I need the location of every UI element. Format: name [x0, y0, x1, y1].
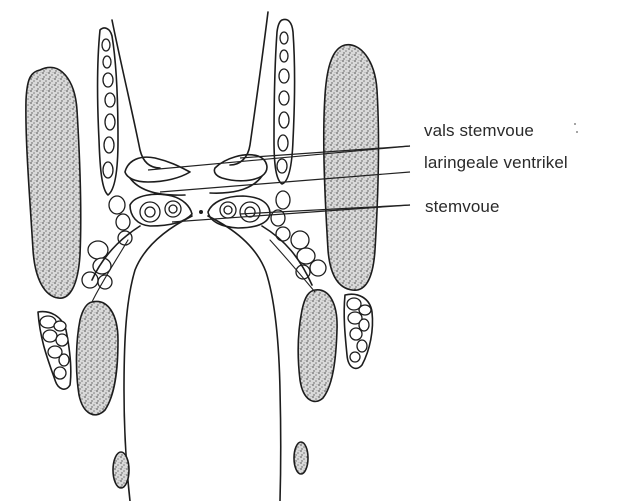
right-trachea-wall [208, 216, 281, 501]
right-false-vocal-fold [214, 155, 267, 181]
right-vertical-muscle-strip [274, 20, 295, 185]
right-cricoid-cartilage [298, 290, 337, 402]
left-bottom-oval [113, 452, 129, 488]
left-trachea-wall [124, 216, 192, 501]
label-laryngeal-ventricle: laringeale ventrikel [424, 153, 568, 173]
left-cricoid-cartilage [76, 301, 118, 414]
right-bottom-oval [294, 442, 308, 474]
glottis-center-dot [199, 210, 203, 214]
right-upper-inner-wall [230, 12, 268, 165]
right-true-vocal-fold [208, 196, 270, 228]
right-thyroid-cartilage-upper [324, 45, 379, 291]
left-vertical-muscle-strip [98, 28, 118, 195]
left-lower-muscle-bundle [38, 312, 71, 390]
right-mid-muscle-cluster [271, 191, 326, 279]
left-upper-inner-wall [112, 20, 160, 168]
label-false-vocal-folds: vals stemvoue [424, 121, 534, 141]
label-vocal-folds: stemvoue [425, 197, 500, 217]
right-lower-muscle-bundle [344, 294, 372, 368]
left-thyroid-cartilage-upper [26, 67, 81, 298]
